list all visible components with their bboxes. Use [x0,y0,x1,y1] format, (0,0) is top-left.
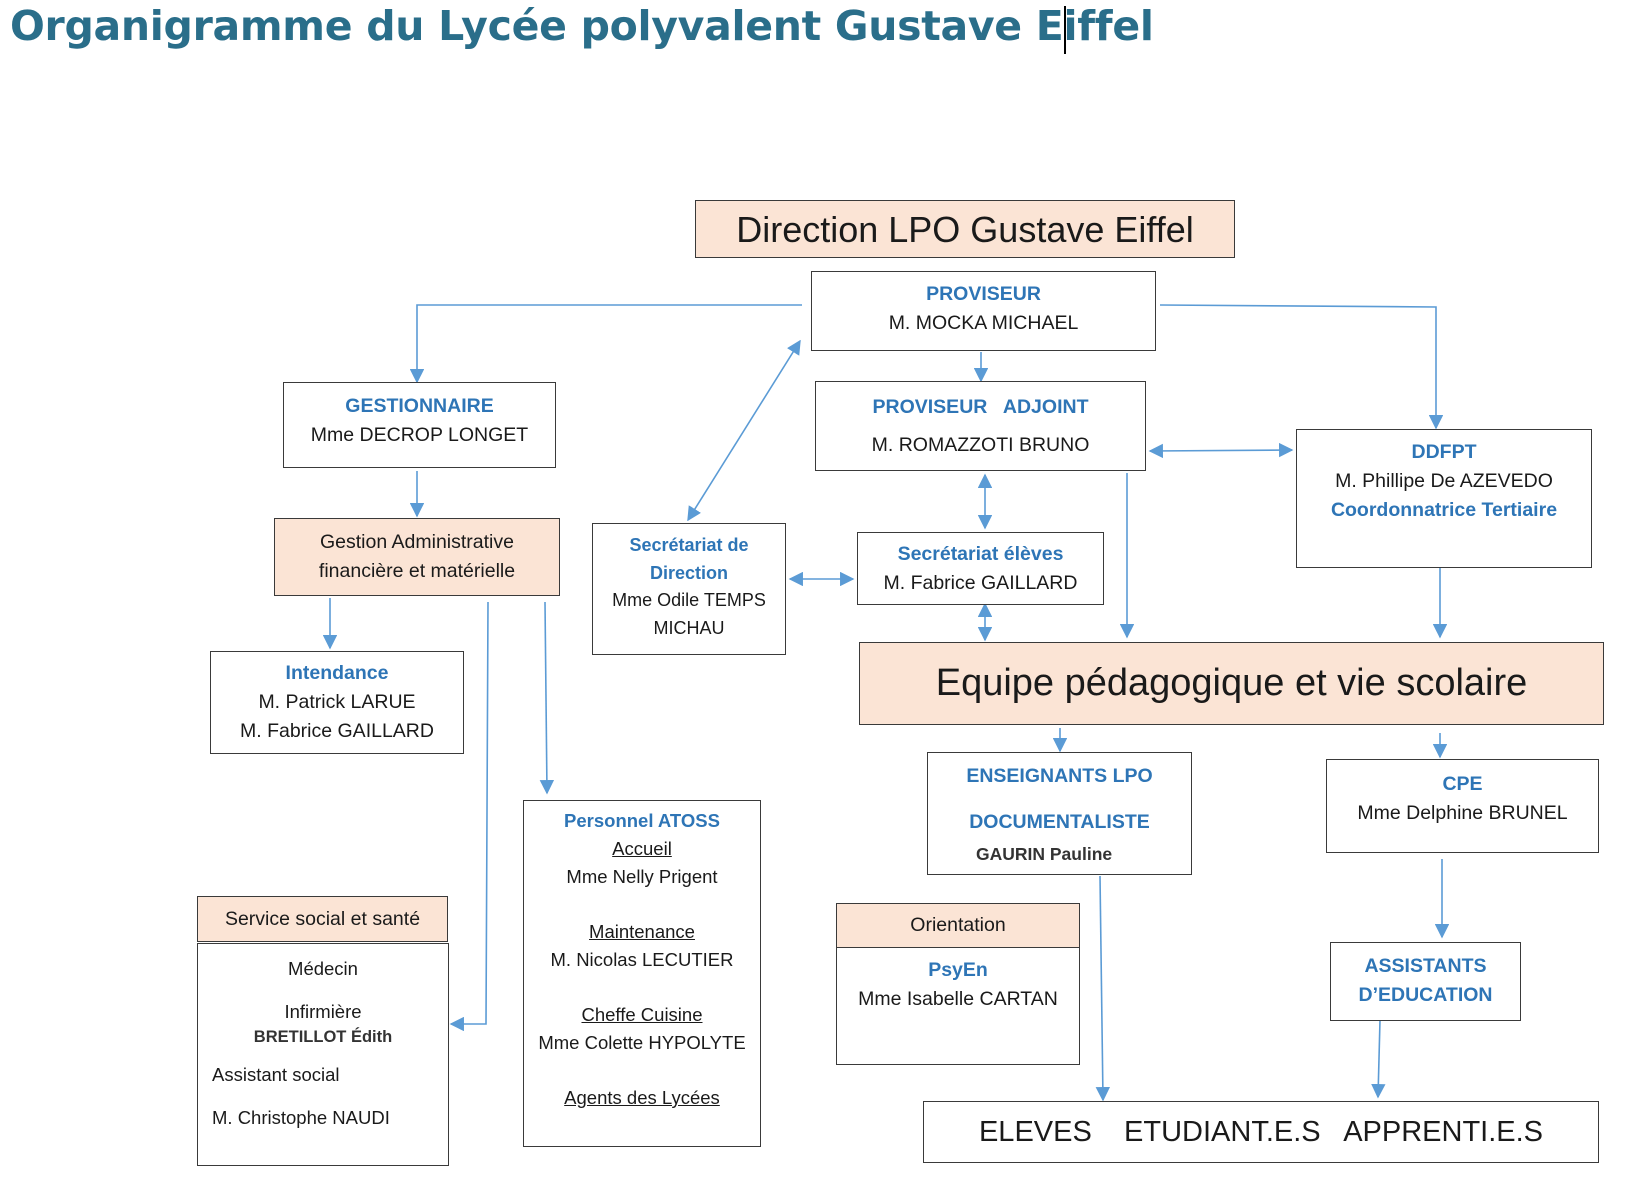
assistants-line-2: D’EDUCATION [1358,984,1493,1006]
orientation-header: Orientation [836,903,1080,948]
adjoint-box: PROVISEUR ADJOINT M. ROMAZZOTI BRUNO [815,381,1146,471]
enseignants-name: GAURIN Pauline [976,844,1113,864]
direction-title: Direction LPO Gustave Eiffel [736,209,1194,250]
social-medecin: Médecin [288,958,358,979]
eleves-box: ELEVES ETUDIANT.E.S APPRENTI.E.S [923,1101,1599,1163]
secretariat-eleves-label: Secrétariat élèves [897,543,1064,565]
equipe-box: Equipe pédagogique et vie scolaire [859,642,1604,725]
cpe-name: Mme Delphine BRUNEL [1357,802,1568,824]
orientation-box: PsyEn Mme Isabelle CARTAN [836,947,1080,1065]
ddfpt-label: DDFPT [1411,441,1477,463]
cpe-box: CPE Mme Delphine BRUNEL [1326,759,1599,853]
page-title: Organigramme du Lycée polyvalent Gustave… [10,2,1154,50]
orientation-label: PsyEn [928,959,988,981]
proviseur-box: PROVISEUR M. MOCKA MICHAEL [811,271,1156,351]
gestionnaire-name: Mme DECROP LONGET [310,424,529,446]
arrow-gestion-social [449,601,489,1032]
gestion-admin-line2: financière et matérielle [318,560,516,582]
social-box: Médecin Infirmière BRETILLOT Édith Assis… [197,943,449,1166]
atoss-agents: Agents des Lycées [564,1087,720,1108]
ddfpt-role: Coordonnatrice Tertiaire [1330,499,1558,521]
ddfpt-box: DDFPT M. Phillipe De AZEVEDO Coordonnatr… [1296,429,1592,568]
atoss-cuisine: Cheffe Cuisine [581,1004,703,1025]
social-header: Service social et santé [197,896,448,942]
ddfpt-name: M. Phillipe De AZEVEDO [1335,470,1553,492]
proviseur-label: PROVISEUR [926,283,1041,305]
social-infirmiere: Infirmière [284,1001,362,1022]
secretariat-direction-name-2: MICHAU [653,617,725,638]
text-cursor [1064,6,1066,54]
social-assistant-name: M. Christophe NAUDI [212,1107,390,1128]
equipe-title: Equipe pédagogique et vie scolaire [935,662,1528,704]
secretariat-direction-label-1: Secrétariat de [629,535,749,555]
intendance-box: Intendance M. Patrick LARUE M. Fabrice G… [210,651,464,754]
arrow-adjoint-ddfpt [1148,442,1294,459]
proviseur-name: M. MOCKA MICHAEL [888,312,1079,334]
atoss-label: Personnel ATOSS [564,810,720,831]
intendance-label: Intendance [285,662,389,684]
social-header-text: Service social et santé [224,908,421,930]
gestion-admin-line1: Gestion Administrative [319,531,514,553]
assistants-box: ASSISTANTS D’EDUCATION [1330,942,1521,1021]
social-infirmiere-name: BRETILLOT Édith [253,1028,393,1046]
arrow-assistants-eleves [1371,1019,1386,1099]
secretariat-eleves-box: Secrétariat élèves M. Fabrice GAILLARD [857,532,1104,605]
atoss-cuisine-name: Mme Colette HYPOLYTE [538,1032,746,1053]
adjoint-label: PROVISEUR ADJOINT [872,396,1089,418]
arrow-gestion-atoss [539,601,555,795]
enseignants-label-1: ENSEIGNANTS LPO [966,765,1153,787]
atoss-accueil: Accueil [612,838,672,859]
secretariat-direction-box: Secrétariat de Direction Mme Odile TEMPS… [592,523,786,655]
enseignants-box: ENSEIGNANTS LPO DOCUMENTALISTE GAURIN Pa… [927,752,1192,875]
social-assistant: Assistant social [212,1064,340,1085]
arrow-proviseur-ddfpt [1159,304,1444,430]
enseignants-label-2: DOCUMENTALISTE [969,811,1150,833]
assistants-line-1: ASSISTANTS [1364,955,1487,977]
arrow-secretariat-proviseur [687,339,801,522]
atoss-accueil-name: Mme Nelly Prigent [566,866,718,887]
secretariat-eleves-name: M. Fabrice GAILLARD [883,572,1078,594]
secretariat-direction-label-2: Direction [649,562,728,583]
eleves-text: ELEVES ETUDIANT.E.S APPRENTI.E.S [978,1116,1544,1148]
adjoint-name: M. ROMAZZOTI BRUNO [871,434,1090,456]
atoss-maintenance: Maintenance [589,921,695,942]
orientation-header-text: Orientation [910,914,1006,936]
arrow-proviseur-gestionnaire [409,304,802,384]
direction-box: Direction LPO Gustave Eiffel [695,200,1235,258]
cpe-label: CPE [1442,773,1483,795]
gestionnaire-label: GESTIONNAIRE [345,395,494,417]
atoss-maintenance-name: M. Nicolas LECUTIER [550,949,734,970]
secretariat-direction-name-1: Mme Odile TEMPS [612,590,766,610]
atoss-box: Personnel ATOSS Accueil Mme Nelly Prigen… [523,800,761,1147]
arrow-enseignants-eleves [1095,875,1111,1102]
intendance-name-2: M. Fabrice GAILLARD [240,720,434,742]
intendance-name-1: M. Patrick LARUE [258,691,416,713]
gestionnaire-box: GESTIONNAIRE Mme DECROP LONGET [283,382,556,468]
gestion-admin-box: Gestion Administrative financière et mat… [274,518,560,596]
orientation-name: Mme Isabelle CARTAN [858,988,1058,1010]
